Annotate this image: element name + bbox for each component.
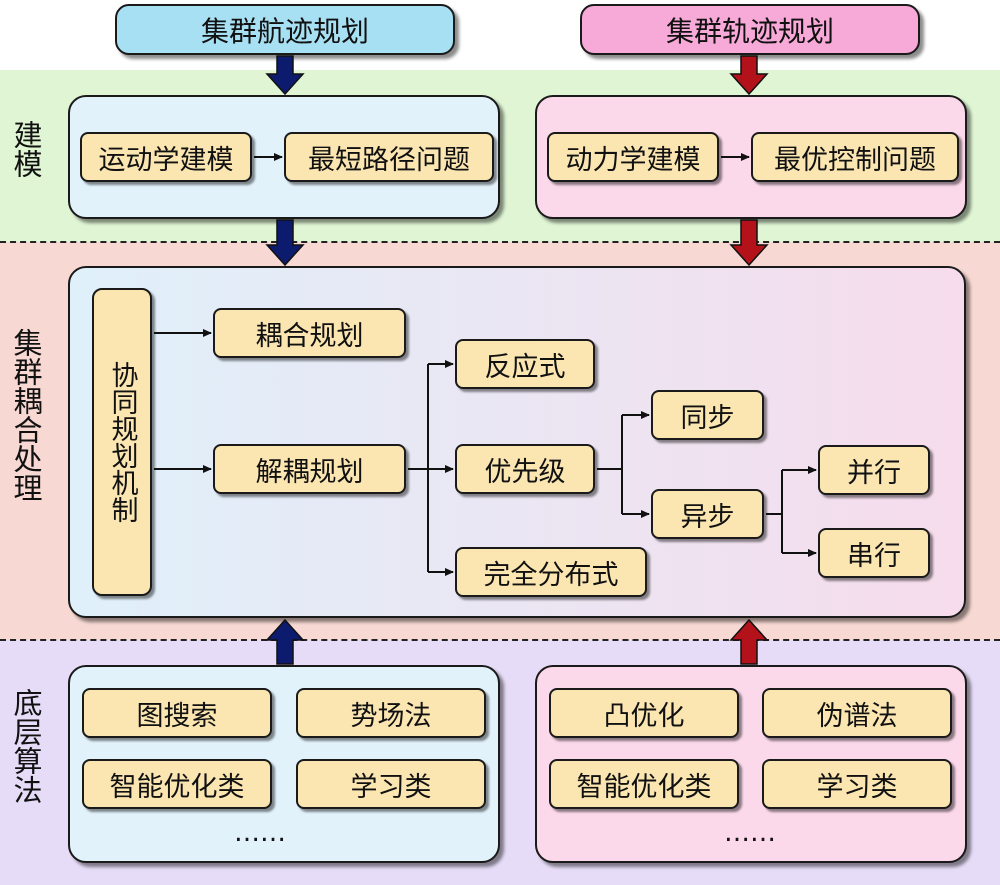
node-learning-right: 学习类 bbox=[762, 759, 952, 809]
node-serial: 串行 bbox=[818, 528, 930, 578]
arrow-header-to-modeling-right bbox=[729, 55, 769, 96]
node-dynamic-modeling: 动力学建模 bbox=[547, 132, 719, 182]
row-label-coupling: 集群耦合处理 bbox=[9, 328, 43, 502]
arrow-algorithms-to-coupling-left bbox=[265, 618, 305, 665]
node-decoupled-planning: 解耦规划 bbox=[213, 444, 406, 494]
node-synchronous: 同步 bbox=[651, 390, 764, 440]
node-intelligent-optimization-right: 智能优化类 bbox=[549, 759, 739, 809]
divider-top bbox=[0, 241, 1000, 243]
header-path-planning: 集群航迹规划 bbox=[115, 4, 455, 55]
node-cooperative-mechanism-label: 协同规划机制 bbox=[106, 361, 138, 523]
divider-bottom bbox=[0, 639, 1000, 641]
node-convex-optimization: 凸优化 bbox=[549, 688, 739, 738]
node-fully-distributed: 完全分布式 bbox=[455, 547, 647, 597]
node-shortest-path: 最短路径问题 bbox=[284, 132, 494, 182]
node-cooperative-mechanism: 协同规划机制 bbox=[92, 288, 152, 596]
node-intelligent-optimization-left: 智能优化类 bbox=[82, 759, 272, 809]
node-kinematic-modeling: 运动学建模 bbox=[80, 132, 252, 182]
node-potential-field: 势场法 bbox=[296, 688, 486, 738]
row-label-modeling: 建模 bbox=[9, 120, 43, 178]
node-reactive: 反应式 bbox=[455, 339, 595, 389]
arrow-modeling-to-coupling-right bbox=[729, 219, 769, 267]
more-left: …… bbox=[234, 818, 286, 848]
node-learning-left: 学习类 bbox=[296, 759, 486, 809]
node-coupled-planning: 耦合规划 bbox=[213, 308, 406, 358]
more-right: …… bbox=[724, 818, 776, 848]
node-parallel: 并行 bbox=[818, 445, 930, 495]
row-label-algorithms: 底层算法 bbox=[9, 688, 43, 804]
node-pseudospectral: 伪谱法 bbox=[762, 688, 952, 738]
arrow-algorithms-to-coupling-right bbox=[729, 618, 769, 665]
node-optimal-control: 最优控制问题 bbox=[751, 132, 959, 182]
arrow-header-to-modeling-left bbox=[265, 55, 305, 96]
arrow-modeling-to-coupling-left bbox=[265, 219, 305, 267]
node-graph-search: 图搜索 bbox=[82, 688, 272, 738]
node-asynchronous: 异步 bbox=[651, 489, 764, 539]
header-trajectory-planning: 集群轨迹规划 bbox=[580, 4, 920, 55]
node-priority: 优先级 bbox=[455, 444, 595, 494]
